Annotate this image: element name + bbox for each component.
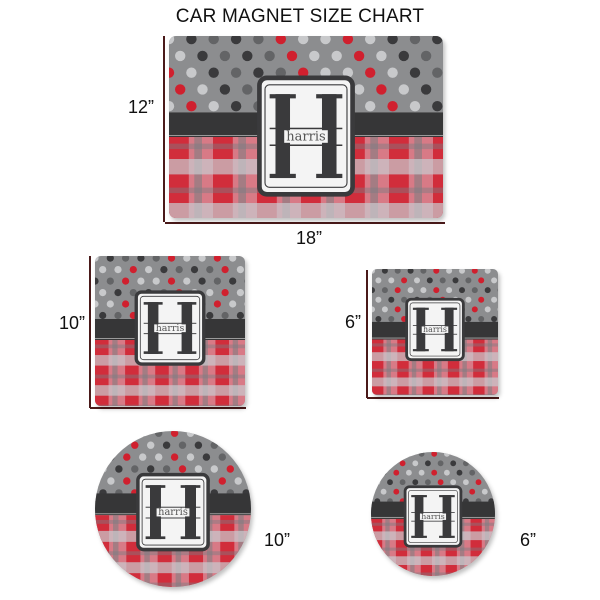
width-label-large: 18”: [296, 228, 323, 248]
monogram-name: harris: [421, 512, 445, 521]
magnet-circle-10[interactable]: harris: [95, 431, 251, 587]
height-axis-large: [163, 36, 165, 222]
width-axis-square-10: [90, 407, 246, 409]
height-axis-square-6: [366, 270, 368, 398]
size-label-circle-10: 10”: [264, 530, 291, 550]
width-axis-large: [165, 222, 445, 224]
magnet-rectangle-18x12[interactable]: harris: [169, 36, 443, 218]
chart-title: CAR MAGNET SIZE CHART: [175, 6, 425, 27]
size-label-circle-6: 6”: [520, 530, 537, 550]
magnet-artwork: harris: [95, 256, 245, 406]
magnet-artwork: harris: [371, 452, 495, 576]
monogram-name: harris: [423, 325, 447, 334]
magnet-circle-6[interactable]: harris: [371, 452, 495, 576]
height-label-large: 12”: [128, 97, 155, 117]
width-axis-square-6: [367, 397, 499, 399]
height-label-square-10: 10”: [59, 313, 86, 333]
magnet-square-10[interactable]: harris: [95, 256, 245, 406]
monogram-name: harris: [286, 130, 326, 145]
height-label-square-6: 6”: [345, 312, 362, 332]
magnet-artwork: harris: [169, 36, 443, 218]
height-axis-square-10: [89, 256, 91, 408]
magnet-square-6[interactable]: harris: [372, 269, 498, 395]
magnet-artwork: harris: [372, 269, 498, 395]
monogram-name: harris: [158, 507, 188, 518]
monogram-name: harris: [156, 323, 185, 334]
magnet-artwork: harris: [95, 431, 251, 587]
